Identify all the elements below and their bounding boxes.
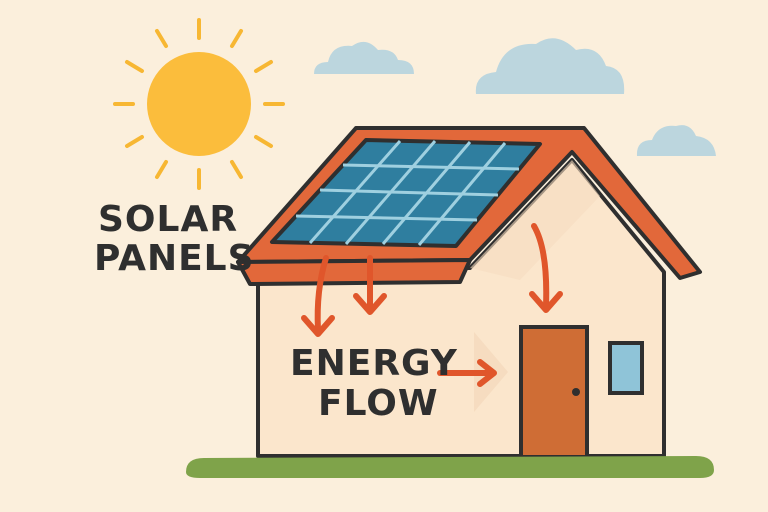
- energy-flow-label-line2: FLOW: [318, 383, 439, 424]
- solar-panels-label-line2: PANELS: [94, 238, 255, 279]
- arrow-icon: [529, 223, 563, 313]
- solar-panels-label-line1: SOLAR: [98, 199, 239, 240]
- arrow-icon: [353, 255, 387, 315]
- window-icon: [608, 341, 644, 395]
- solar-panel-icon: [270, 138, 542, 248]
- grass: [186, 456, 714, 478]
- arrow-icon: [437, 359, 497, 387]
- cloud-icon: [636, 125, 716, 156]
- energy-flow-label-line1: ENERGY: [290, 343, 458, 384]
- sun-icon: [113, 18, 285, 190]
- cloud-icon: [314, 41, 414, 74]
- cloud-icon: [475, 38, 625, 94]
- arrow-icon: [301, 255, 335, 337]
- door-icon: [519, 325, 589, 459]
